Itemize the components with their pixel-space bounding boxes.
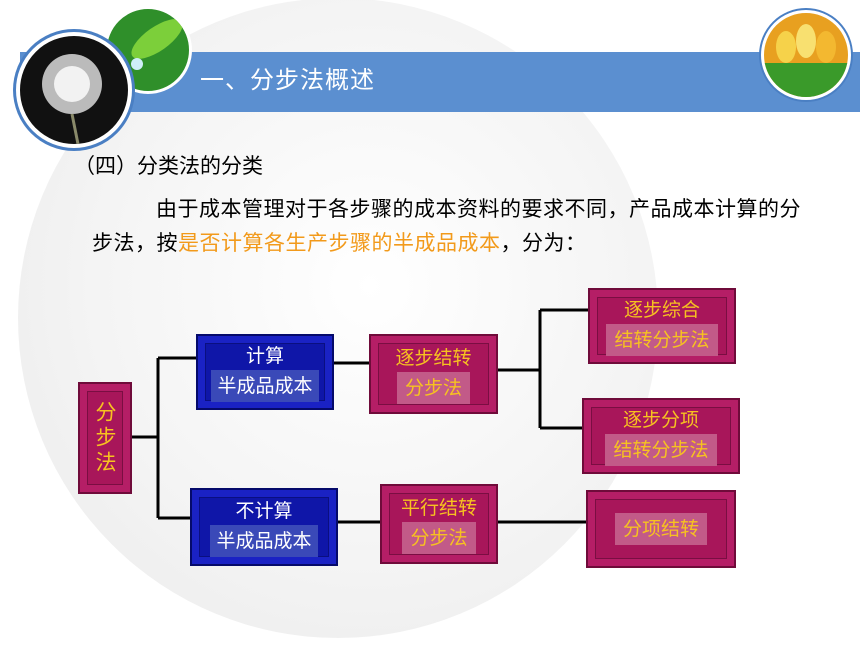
root-label: 分步法 <box>93 400 117 476</box>
dandelion-photo-icon <box>16 32 132 148</box>
no-calc-line1: 不计算 <box>235 500 293 522</box>
calc-line2: 半成品成本 <box>211 370 319 402</box>
comprehensive-transfer-box: 逐步综合 结转分步法 <box>588 288 736 364</box>
tulips-photo-icon <box>761 10 851 100</box>
paragraph-highlight: 是否计算各生产步骤的半成品成本 <box>178 231 501 255</box>
paragraph-text-end: ，分为： <box>500 231 587 255</box>
parallel-line1: 平行结转 <box>400 497 477 519</box>
sequential-line1: 逐步结转 <box>395 347 472 369</box>
item-transfer-label: 分项结转 <box>614 513 707 545</box>
calc-semi-product-box: 计算 半成品成本 <box>196 334 334 410</box>
no-calc-semi-product-box: 不计算 半成品成本 <box>190 488 338 566</box>
comprehensive-line2: 结转分步法 <box>606 324 718 356</box>
parallel-line2: 分步法 <box>402 522 476 554</box>
paragraph-text: 由于成本管理对于各步骤的成本资料的要求不同，产品成本计算的分步法，按 <box>92 197 801 255</box>
description-paragraph: 由于成本管理对于各步骤的成本资料的要求不同，产品成本计算的分步法，按是否计算各生… <box>92 192 822 260</box>
itemized-line2: 结转分步法 <box>605 434 717 466</box>
comprehensive-line1: 逐步综合 <box>623 299 700 321</box>
section-heading: （四）分类法的分类 <box>74 154 263 178</box>
itemized-transfer-box: 逐步分项 结转分步法 <box>582 398 740 474</box>
page-title: 一、分步法概述 <box>200 66 375 94</box>
calc-line1: 计算 <box>245 345 284 367</box>
sequential-transfer-box: 逐步结转 分步法 <box>369 334 498 414</box>
parallel-transfer-box: 平行结转 分步法 <box>380 484 498 564</box>
root-method-box: 分步法 <box>78 382 132 494</box>
no-calc-line2: 半成品成本 <box>210 525 318 557</box>
itemized-line1: 逐步分项 <box>622 409 699 431</box>
item-transfer-box: 分项结转 <box>586 490 736 568</box>
sequential-line2: 分步法 <box>396 372 470 404</box>
